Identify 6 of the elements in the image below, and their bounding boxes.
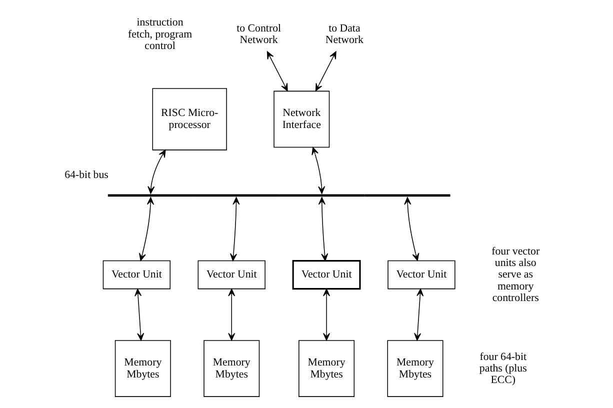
node-text: to Control Network (236, 22, 282, 46)
node-text: to Data Network (325, 22, 364, 46)
node-label: 64-bit bus (64, 169, 108, 182)
label: instruction fetch, program control (128, 16, 192, 52)
label: four vector units also serve as memory controllers (492, 245, 540, 304)
label: four 64-bit paths (plus ECC) (479, 350, 527, 386)
